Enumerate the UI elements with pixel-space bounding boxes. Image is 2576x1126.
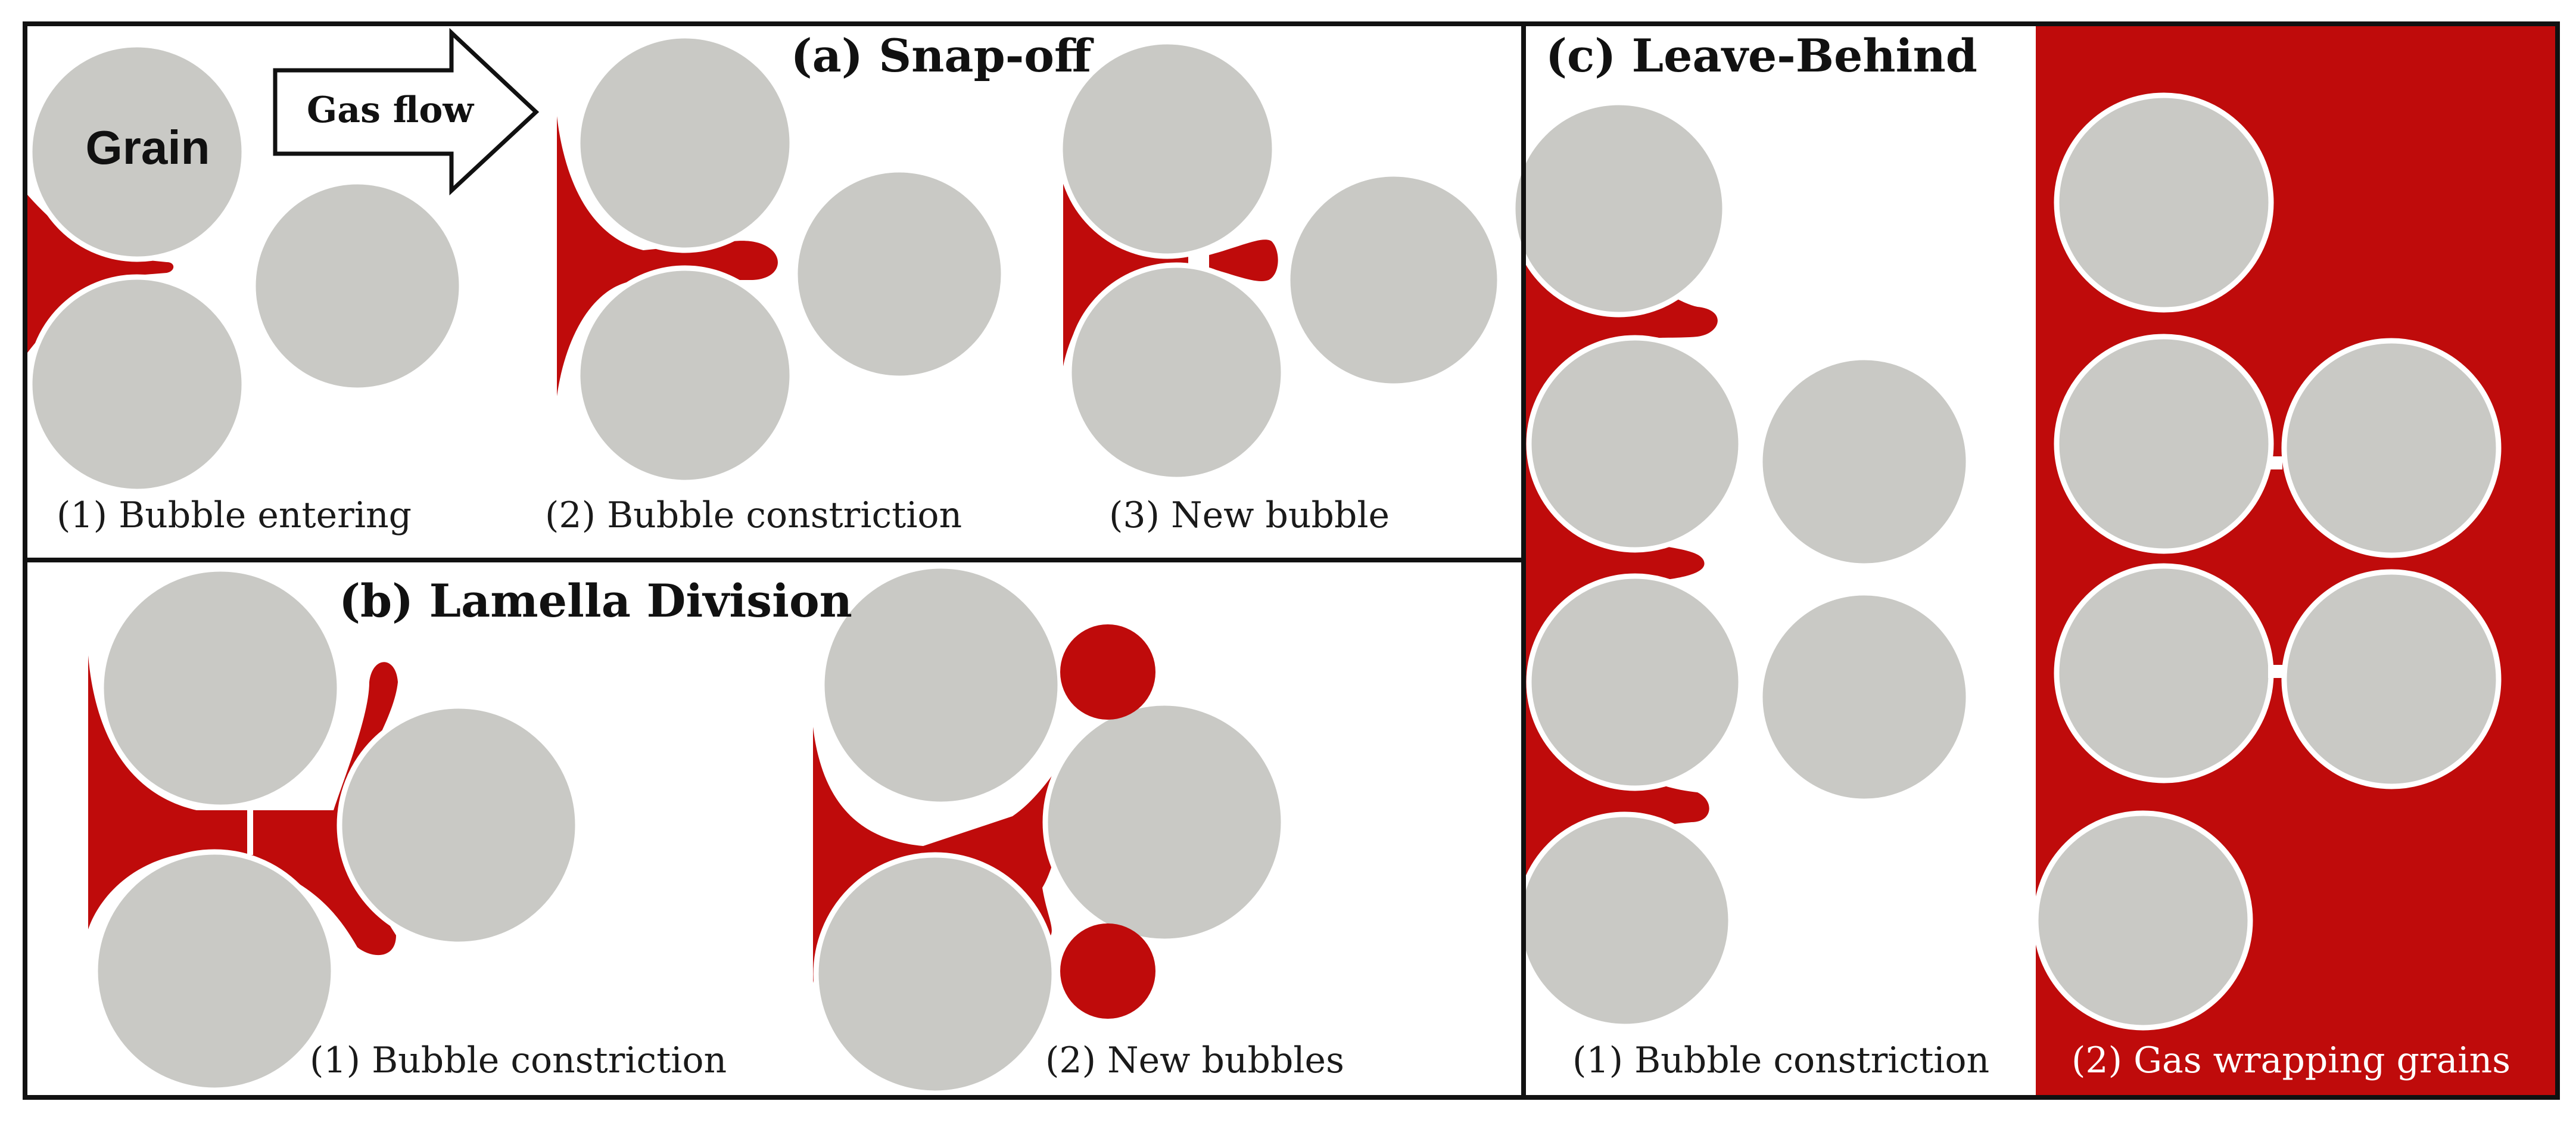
- grain: [92, 849, 337, 1093]
- panel-a-caption-3: (3) New bubble: [1109, 494, 1390, 536]
- grain: [1510, 99, 1728, 318]
- grain-label: Grain: [86, 121, 210, 174]
- grain: [1285, 171, 1503, 389]
- grain: [250, 179, 465, 393]
- gas-bubble-constricting: [557, 116, 778, 396]
- panel-b-caption-1: (1) Bubble constriction: [310, 1040, 727, 1081]
- panel-a-caption-1: (1) Bubble entering: [57, 494, 412, 536]
- grain: [2054, 563, 2274, 783]
- gas-bubble-constricting: [88, 655, 398, 956]
- new-bubble: [1209, 239, 1278, 281]
- grain: [1066, 262, 1287, 483]
- grain: [2281, 338, 2502, 558]
- grain: [575, 33, 795, 253]
- new-bubble: [1060, 923, 1155, 1019]
- grain: [1042, 700, 1287, 944]
- grain: [1516, 811, 1734, 1029]
- panel-lamella-division: [88, 563, 1287, 1096]
- grain: [792, 167, 1007, 381]
- water-bridge: [2268, 665, 2282, 678]
- grain: [2033, 810, 2253, 1031]
- grain: [1057, 39, 1278, 259]
- grain: [2281, 569, 2502, 789]
- panel-a-title: (a) Snap-off: [791, 29, 1094, 82]
- panel-c-title: (c) Leave-Behind: [1546, 29, 1977, 82]
- grain: [813, 852, 1057, 1096]
- grain: [819, 563, 1063, 807]
- grain: [575, 265, 795, 486]
- grain: [2054, 334, 2274, 554]
- panel-c-caption-2: (2) Gas wrapping grains: [2072, 1040, 2510, 1081]
- gas-flow-label: Gas flow: [307, 89, 474, 131]
- panel-leave-behind: [1510, 92, 2502, 1031]
- grain: [98, 566, 342, 810]
- gas-bubble-entering: [24, 191, 174, 357]
- panel-snap-off: [24, 27, 1503, 494]
- grain: [27, 42, 247, 262]
- panel-a-caption-2: (2) Bubble constriction: [545, 494, 962, 536]
- grain: [1526, 335, 1744, 553]
- grain: [1526, 573, 1744, 791]
- gas-bubble-residual: [1063, 140, 1188, 366]
- panel-borders: [23, 21, 2560, 1100]
- grain: [2054, 92, 2274, 313]
- new-bubble: [1060, 624, 1155, 720]
- water-bridge: [2268, 456, 2282, 469]
- grain: [27, 274, 247, 494]
- panel-b-caption-2: (2) New bubbles: [1045, 1040, 1344, 1081]
- panel-b-title: (b) Lamella Division: [339, 574, 852, 627]
- grain: [337, 703, 581, 947]
- grain: [1757, 354, 1971, 569]
- panel-c-caption-1: (1) Bubble constriction: [1572, 1040, 1989, 1081]
- gas-flow-arrow-icon: [273, 27, 540, 196]
- grain: [1757, 590, 1971, 804]
